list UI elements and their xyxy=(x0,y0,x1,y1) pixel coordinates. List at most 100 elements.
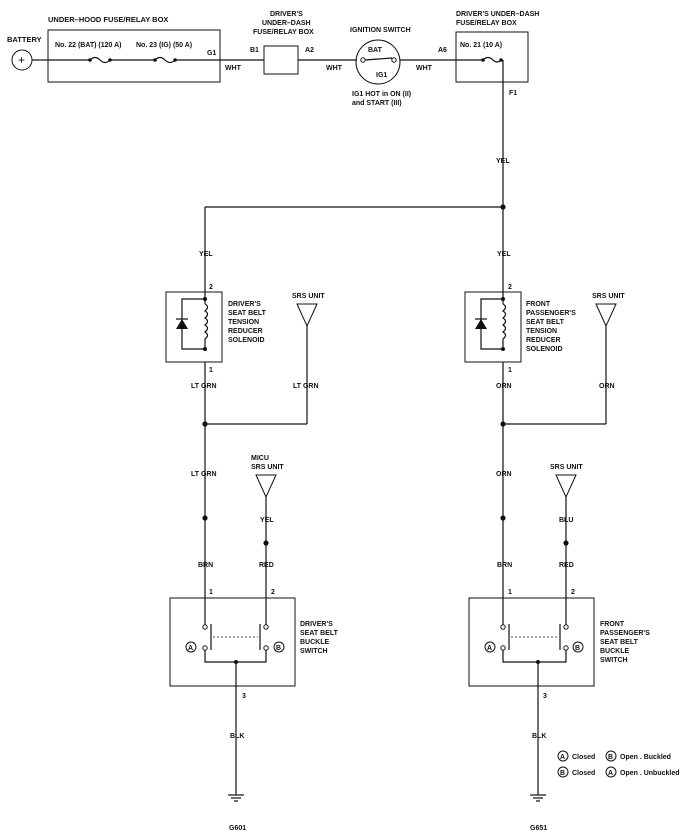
right-join-junction xyxy=(500,421,506,427)
left-contact-b: B xyxy=(276,645,281,652)
left-ground: G601 xyxy=(229,825,246,832)
legend-r1-sym1: A xyxy=(560,754,565,761)
right-ground-icon xyxy=(530,794,546,802)
left-sw-term-1 xyxy=(202,624,208,630)
left-contact-a: A xyxy=(188,645,193,652)
right-switch-l2: PASSENGER'S xyxy=(600,630,650,637)
right-sw-term-1 xyxy=(500,624,506,630)
right-srs-label: SRS UNIT xyxy=(592,293,625,300)
dash-box1 xyxy=(263,45,299,75)
underhood-fuse-ig: No. 23 (IG) (50 A) xyxy=(136,42,192,49)
right-pin-2: 2 xyxy=(571,589,575,596)
dash-box2-pin-f1: F1 xyxy=(509,90,517,97)
right-sol-label-l5: REDUCER xyxy=(526,337,561,344)
dash-box2 xyxy=(455,31,529,83)
left-solenoid-coil xyxy=(203,303,209,349)
right-wire-brn: BRN xyxy=(497,562,512,569)
right-sol-label-l1: FRONT xyxy=(526,301,551,308)
left-srs-unit-icon xyxy=(296,303,318,328)
right-connector-dot-2 xyxy=(563,540,569,546)
left-pin-2: 2 xyxy=(271,589,275,596)
right-contact-b: B xyxy=(575,645,580,652)
ignition-term-ig1 xyxy=(391,57,397,63)
right-sw-term-4 xyxy=(563,645,569,651)
right-contact-b-icon xyxy=(572,641,584,653)
right-sol-label-l2: PASSENGER'S xyxy=(526,310,576,317)
legend-r1-state1: Closed xyxy=(572,754,595,761)
left-sol-label-l3: TENSION xyxy=(228,319,259,326)
right-pin-1: 1 xyxy=(508,589,512,596)
battery-plus: + xyxy=(18,53,25,67)
right-sw-common xyxy=(502,650,567,663)
right-sol-label-l4: TENSION xyxy=(526,328,557,335)
right-switch-l4: BUCKLE xyxy=(600,648,629,655)
left-wire-brn: BRN xyxy=(198,562,213,569)
left-wire-blk: BLK xyxy=(230,733,244,740)
right-contact-a-icon xyxy=(484,641,496,653)
left-wire-micu: YEL xyxy=(260,517,274,524)
left-sw-term-3 xyxy=(202,645,208,651)
dash-box1-pin-b1: B1 xyxy=(250,47,259,54)
ignition-note-l1: IG1 HOT in ON (II) xyxy=(352,91,411,98)
ignition-title: IGNITION SWITCH xyxy=(350,27,411,34)
legend-r2-sym2: A xyxy=(608,770,613,777)
left-ground-icon xyxy=(228,794,244,802)
right-sol-label-l6: SOLENOID xyxy=(526,346,563,353)
left-sol-label-l2: SEAT BELT xyxy=(228,310,267,317)
left-wire-b: LT GRN xyxy=(293,383,319,390)
left-sol-pin-2: 2 xyxy=(209,284,213,291)
wire-label-wht-2: WHT xyxy=(326,65,343,72)
fuse-21-term-2 xyxy=(499,58,503,62)
right-srs-unit-icon xyxy=(595,303,617,328)
legend: A Closed B Open . Buckled B Closed A Ope… xyxy=(557,750,680,778)
battery-label: BATTERY xyxy=(7,35,42,44)
right-switch-l1: FRONT xyxy=(600,621,625,628)
left-sw-term-4 xyxy=(263,645,269,651)
dash-box2-fuse: No. 21 (10 A) xyxy=(460,42,502,49)
left-sw-term-2 xyxy=(263,624,269,630)
fuse-bat-term-1 xyxy=(88,58,92,62)
left-contact-a-icon xyxy=(185,641,197,653)
right-wire-red: RED xyxy=(559,562,574,569)
left-switch-l1: DRIVER'S xyxy=(300,621,333,628)
dash-box1-title-l3: FUSE/RELAY BOX xyxy=(253,29,314,36)
right-sw-term-3 xyxy=(500,645,506,651)
right-contact-a: A xyxy=(487,645,492,652)
right-wire-b: ORN xyxy=(599,383,615,390)
left-diode-icon xyxy=(176,319,188,329)
left-sol-pin-1: 1 xyxy=(209,367,213,374)
right-wire-c: ORN xyxy=(496,471,512,478)
left-sol-label-l1: DRIVER'S xyxy=(228,301,261,308)
left-wire-a: LT GRN xyxy=(191,383,217,390)
left-wire-c: LT GRN xyxy=(191,471,217,478)
right-wire-blk: BLK xyxy=(532,733,546,740)
right-wire-srs2: BLU xyxy=(559,517,573,524)
fuse-ig-term-1 xyxy=(153,58,157,62)
ignition-note-l2: and START (III) xyxy=(352,100,402,107)
left-sol-label-l5: SOLENOID xyxy=(228,337,265,344)
underhood-fuse-bat: No. 22 (BAT) (120 A) xyxy=(55,42,122,49)
underhood-fuse-relay-box xyxy=(47,29,221,83)
left-switch-l3: BUCKLE xyxy=(300,639,329,646)
right-solenoid-box xyxy=(464,291,522,363)
fuse-ig-symbol xyxy=(154,56,176,64)
right-sw-term-2 xyxy=(563,624,569,630)
left-micu-l2: SRS UNIT xyxy=(251,464,284,471)
left-wire-yel: YEL xyxy=(199,251,213,258)
legend-r1-sym2: B xyxy=(608,754,613,761)
dash-box1-title-l1: DRIVER'S xyxy=(270,11,303,18)
left-sol-label-l4: REDUCER xyxy=(228,328,263,335)
wire-label-yel-feed: YEL xyxy=(496,158,510,165)
right-wire-a: ORN xyxy=(496,383,512,390)
fuse-21-symbol xyxy=(482,56,502,63)
legend-r1-state2: Open . Buckled xyxy=(620,754,671,761)
right-sol-pin-1: 1 xyxy=(508,367,512,374)
ignition-bat: BAT xyxy=(368,47,383,54)
dash-box2-title-l2: FUSE/RELAY BOX xyxy=(456,20,517,27)
left-buckle-switch-box xyxy=(169,597,296,687)
dash-box1-title-l2: UNDER–DASH xyxy=(262,20,311,27)
left-contact-b-icon xyxy=(273,641,285,653)
legend-r2-state1: Closed xyxy=(572,770,595,777)
right-srs2-unit-icon xyxy=(555,474,577,499)
